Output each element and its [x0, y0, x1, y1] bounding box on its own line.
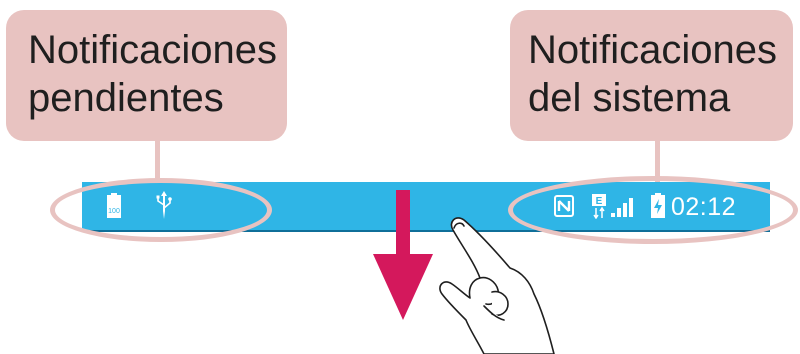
pending-callout-line1: Notificaciones — [28, 28, 278, 72]
pending-notifications-callout: Notificaciones pendientes — [6, 10, 287, 141]
system-callout-connector — [655, 140, 660, 182]
system-callout-line2: del sistema — [528, 76, 731, 120]
swipe-down-arrow-icon — [373, 190, 433, 320]
pending-notifications-highlight — [50, 178, 272, 242]
hand-pointer-icon — [439, 217, 555, 354]
pending-callout-connector — [155, 140, 160, 182]
system-callout-line1: Notificaciones — [528, 28, 778, 72]
pending-callout-line2: pendientes — [28, 76, 224, 120]
system-notifications-callout: Notificaciones del sistema — [510, 10, 793, 141]
system-notifications-highlight — [508, 176, 798, 244]
